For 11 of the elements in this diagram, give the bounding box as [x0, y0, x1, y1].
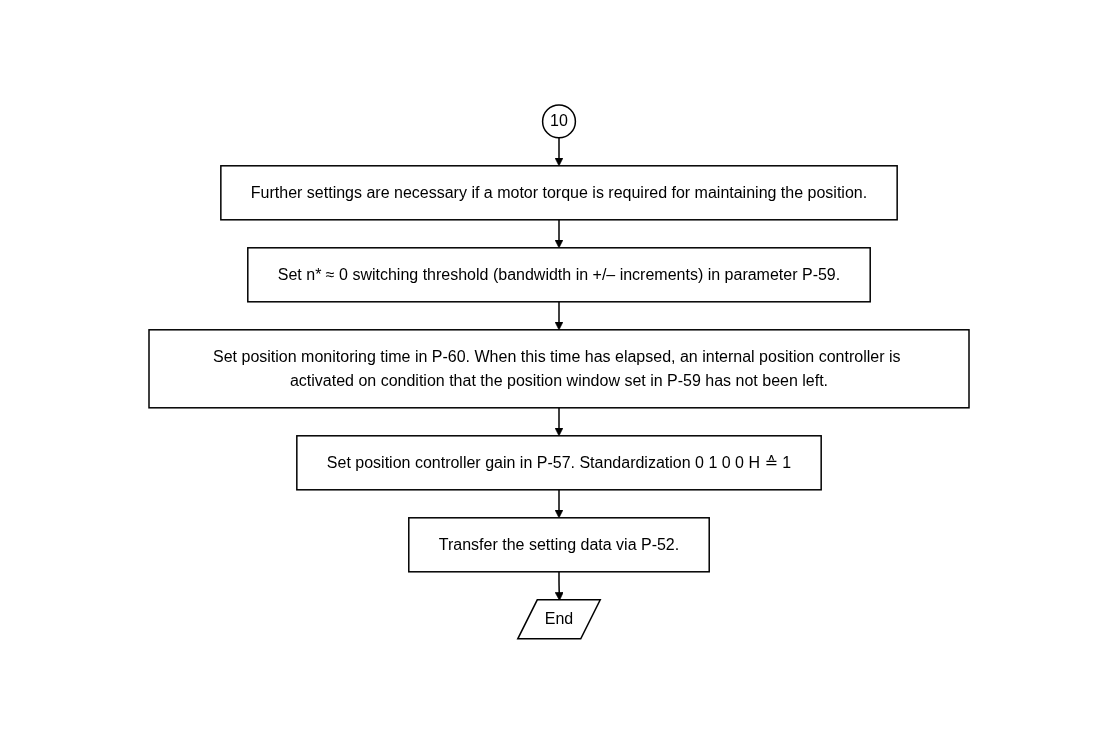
node-box: Set position controller gain in P-57. Standardization 0 1 0 0 H ≙ 1	[295, 435, 822, 491]
node-box: Set position monitoring time in P-60. When this time has elapsed, an internal position controller is activated on condition that the position window set in P-59 has not been left.	[147, 329, 970, 409]
node-box: Further settings are necessary if a motor torque is required for maintaining the position.	[219, 165, 898, 221]
arrow	[554, 219, 563, 249]
arrow	[554, 407, 563, 437]
node-box: Transfer the setting data via P-52.	[407, 517, 710, 573]
arrow	[554, 301, 563, 331]
node-box: Set n* ≈ 0 switching threshold (bandwidth in +/– increments) in parameter P-59.	[246, 247, 871, 303]
node-circle: 10	[541, 104, 576, 139]
arrow	[554, 137, 563, 167]
arrow	[554, 489, 563, 519]
